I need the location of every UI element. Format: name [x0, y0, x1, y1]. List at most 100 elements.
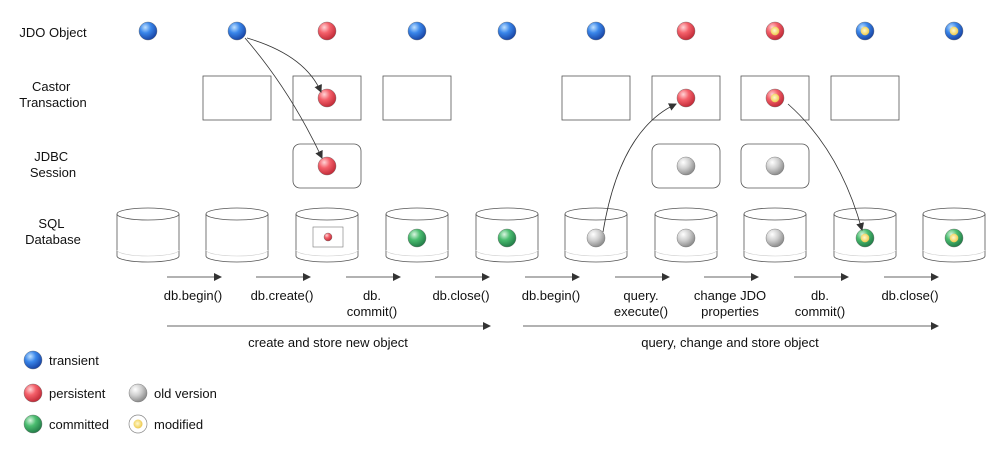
step-label-8: db.commit()	[795, 288, 846, 319]
column-10	[922, 21, 986, 263]
transaction-persistent-ball	[317, 88, 337, 108]
step-label-9-line-1: db.close()	[881, 288, 938, 303]
database-cylinder	[295, 207, 359, 263]
jdo-object-modified-ball-modified-mark	[770, 26, 780, 36]
database-cylinder	[564, 207, 628, 263]
step-label-3-line-2: commit()	[347, 304, 398, 319]
row-label-castor-transaction-line-1: Castor	[32, 79, 71, 94]
session-old-ball	[765, 156, 785, 176]
lifecycle-columns	[116, 21, 986, 263]
step-label-9: db.close()	[881, 288, 938, 303]
step-label-2: db.create()	[251, 288, 314, 303]
column-7	[651, 21, 721, 263]
jdo-object-transient-ball	[497, 21, 517, 41]
row-label-jdbc-session-line-2: Session	[30, 165, 76, 180]
step-label-1-line-1: db.begin()	[164, 288, 223, 303]
jdo-object-transient-ball	[227, 21, 247, 41]
database-old-ball	[676, 228, 696, 248]
row-label-jdbc-session: JDBC Session	[30, 149, 76, 180]
row-label-jdbc-session-line-1: JDBC	[34, 149, 68, 164]
jdo-object-transient-ball	[407, 21, 427, 41]
column-1	[116, 21, 180, 263]
row-label-jdo-object-line-1: JDO Object	[19, 25, 87, 40]
movement-arrows	[244, 37, 864, 233]
step-label-7-line-2: properties	[701, 304, 759, 319]
jdo-object-persistent-ball	[317, 21, 337, 41]
jdo-object-persistent-ball	[676, 21, 696, 41]
database-committed-modified-ball-modified-mark	[949, 233, 959, 243]
legend-old-version-ball	[128, 383, 148, 403]
legend-old-version-label: old version	[154, 386, 217, 401]
phase-label-query: query, change and store object	[641, 335, 819, 350]
row-label-castor-transaction-line-2: Transaction	[19, 95, 86, 110]
jdo-object-transient-modified-ball-modified-mark	[860, 26, 870, 36]
step-label-5-line-1: db.begin()	[522, 288, 581, 303]
jdo-object-transient-ball	[138, 21, 158, 41]
legend-modified-label: modified	[154, 417, 203, 432]
row-label-sql-database-line-1: SQL	[38, 216, 64, 231]
legend-committed-ball	[23, 414, 43, 434]
phases: create and store new object query, chang…	[167, 322, 939, 350]
column-5	[475, 21, 539, 263]
step-label-8-line-1: db.	[811, 288, 829, 303]
jdo-object-transient-modified-ball-modified-mark	[949, 26, 959, 36]
legend-persistent-ball	[23, 383, 43, 403]
transaction-box	[830, 75, 900, 121]
step-label-2-line-1: db.create()	[251, 288, 314, 303]
transaction-persistent-ball	[676, 88, 696, 108]
database-cylinder	[475, 207, 539, 263]
transaction-box	[561, 75, 631, 121]
transaction-box	[382, 75, 452, 121]
step-label-6-line-2: execute()	[614, 304, 668, 319]
step-label-1: db.begin()	[164, 288, 223, 303]
phase-label-create: create and store new object	[248, 335, 408, 350]
step-label-8-line-2: commit()	[795, 304, 846, 319]
legend: transient persistent old version committ…	[23, 350, 217, 434]
session-old-ball	[676, 156, 696, 176]
column-6	[561, 21, 631, 263]
legend-transient-label: transient	[49, 353, 99, 368]
database-committed-modified-ball-modified-mark	[860, 233, 870, 243]
legend-persistent-label: persistent	[49, 386, 106, 401]
database-cylinder	[385, 207, 449, 263]
row-labels: JDO Object Castor Transaction JDBC Sessi…	[19, 25, 87, 247]
row-label-sql-database-line-2: Database	[25, 232, 81, 247]
database-old-ball	[765, 228, 785, 248]
database-cylinder	[654, 207, 718, 263]
database-cylinder	[743, 207, 807, 263]
database-cylinder	[116, 207, 180, 263]
database-cylinder	[205, 207, 269, 263]
step-label-6-line-1: query.	[623, 288, 658, 303]
row-label-sql-database: SQL Database	[25, 216, 81, 247]
step-label-4: db.close()	[432, 288, 489, 303]
arrow-query-to-transaction	[602, 103, 677, 233]
transaction-box	[202, 75, 272, 121]
session-persistent-ball	[317, 156, 337, 176]
database-pending-ball	[323, 232, 333, 242]
step-row: db.begin()db.create()db.commit()db.close…	[164, 273, 939, 319]
database-cylinder	[833, 207, 897, 263]
legend-transient-ball	[23, 350, 43, 370]
database-committed-ball	[407, 228, 427, 248]
column-2	[202, 21, 272, 263]
row-label-jdo-object: JDO Object	[19, 25, 87, 40]
transaction-modified-ball-modified-mark	[770, 93, 780, 103]
step-label-3: db.commit()	[347, 288, 398, 319]
database-old-ball	[586, 228, 606, 248]
arrow-create-to-session	[244, 37, 323, 159]
row-label-castor-transaction: Castor Transaction	[19, 79, 86, 110]
step-label-6: query.execute()	[614, 288, 668, 319]
column-9	[830, 21, 900, 263]
step-label-7-line-1: change JDO	[694, 288, 766, 303]
step-label-3-line-1: db.	[363, 288, 381, 303]
column-8	[740, 21, 810, 263]
step-label-5: db.begin()	[522, 288, 581, 303]
column-4	[382, 21, 452, 263]
database-committed-ball	[497, 228, 517, 248]
step-label-4-line-1: db.close()	[432, 288, 489, 303]
database-cylinder	[922, 207, 986, 263]
column-3	[292, 21, 362, 263]
arrow-create-to-transaction	[246, 37, 322, 93]
